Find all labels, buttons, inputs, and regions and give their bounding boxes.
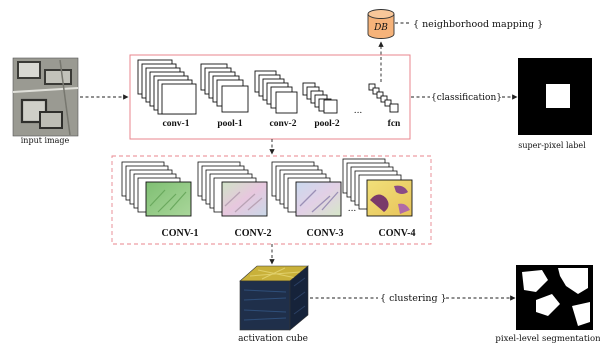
conv1-stack	[137, 59, 197, 115]
segmentation-output-image	[516, 265, 593, 330]
feature-maps-container	[111, 155, 432, 245]
feature-stack-conv4	[342, 158, 413, 217]
superpixel-label: super-pixel label	[518, 141, 586, 150]
cnn-ellipsis: ...	[354, 106, 363, 116]
activation-cube	[239, 265, 309, 331]
feature-stack-conv1	[121, 161, 192, 217]
activation-cube-label: activation cube	[238, 334, 308, 343]
input-image-label: input image	[21, 136, 70, 145]
layer-label-conv1: conv-1	[163, 119, 190, 129]
fcn-stack	[368, 83, 399, 113]
layer-label-pool1: pool-1	[217, 119, 243, 129]
pool2-stack	[302, 82, 338, 114]
conv2-stack	[254, 70, 298, 114]
cnn-container	[129, 54, 411, 140]
classification-label: {classification}	[431, 93, 502, 103]
database-label: DB	[373, 23, 388, 33]
feature-label-conv4: CONV-4	[378, 228, 415, 239]
superpixel-output-image	[518, 58, 592, 135]
input-image	[12, 57, 79, 137]
feature-label-conv2: CONV-2	[234, 228, 271, 239]
neighborhood-mapping-label: { neighborhood mapping }	[413, 19, 543, 30]
feature-stack-conv2	[197, 161, 268, 217]
segmentation-label: pixel-level segmentation	[495, 334, 600, 343]
pool1-stack	[200, 63, 249, 113]
feature-label-conv1: CONV-1	[161, 228, 198, 239]
layer-label-pool2: pool-2	[314, 119, 340, 129]
features-ellipsis: ...	[348, 204, 357, 214]
database-icon	[367, 9, 395, 39]
feature-stack-conv3	[271, 161, 342, 217]
feature-label-conv3: CONV-3	[306, 228, 343, 239]
clustering-label: { clustering }	[380, 293, 447, 304]
layer-label-fcn: fcn	[388, 119, 401, 129]
layer-label-conv2: conv-2	[270, 119, 297, 129]
